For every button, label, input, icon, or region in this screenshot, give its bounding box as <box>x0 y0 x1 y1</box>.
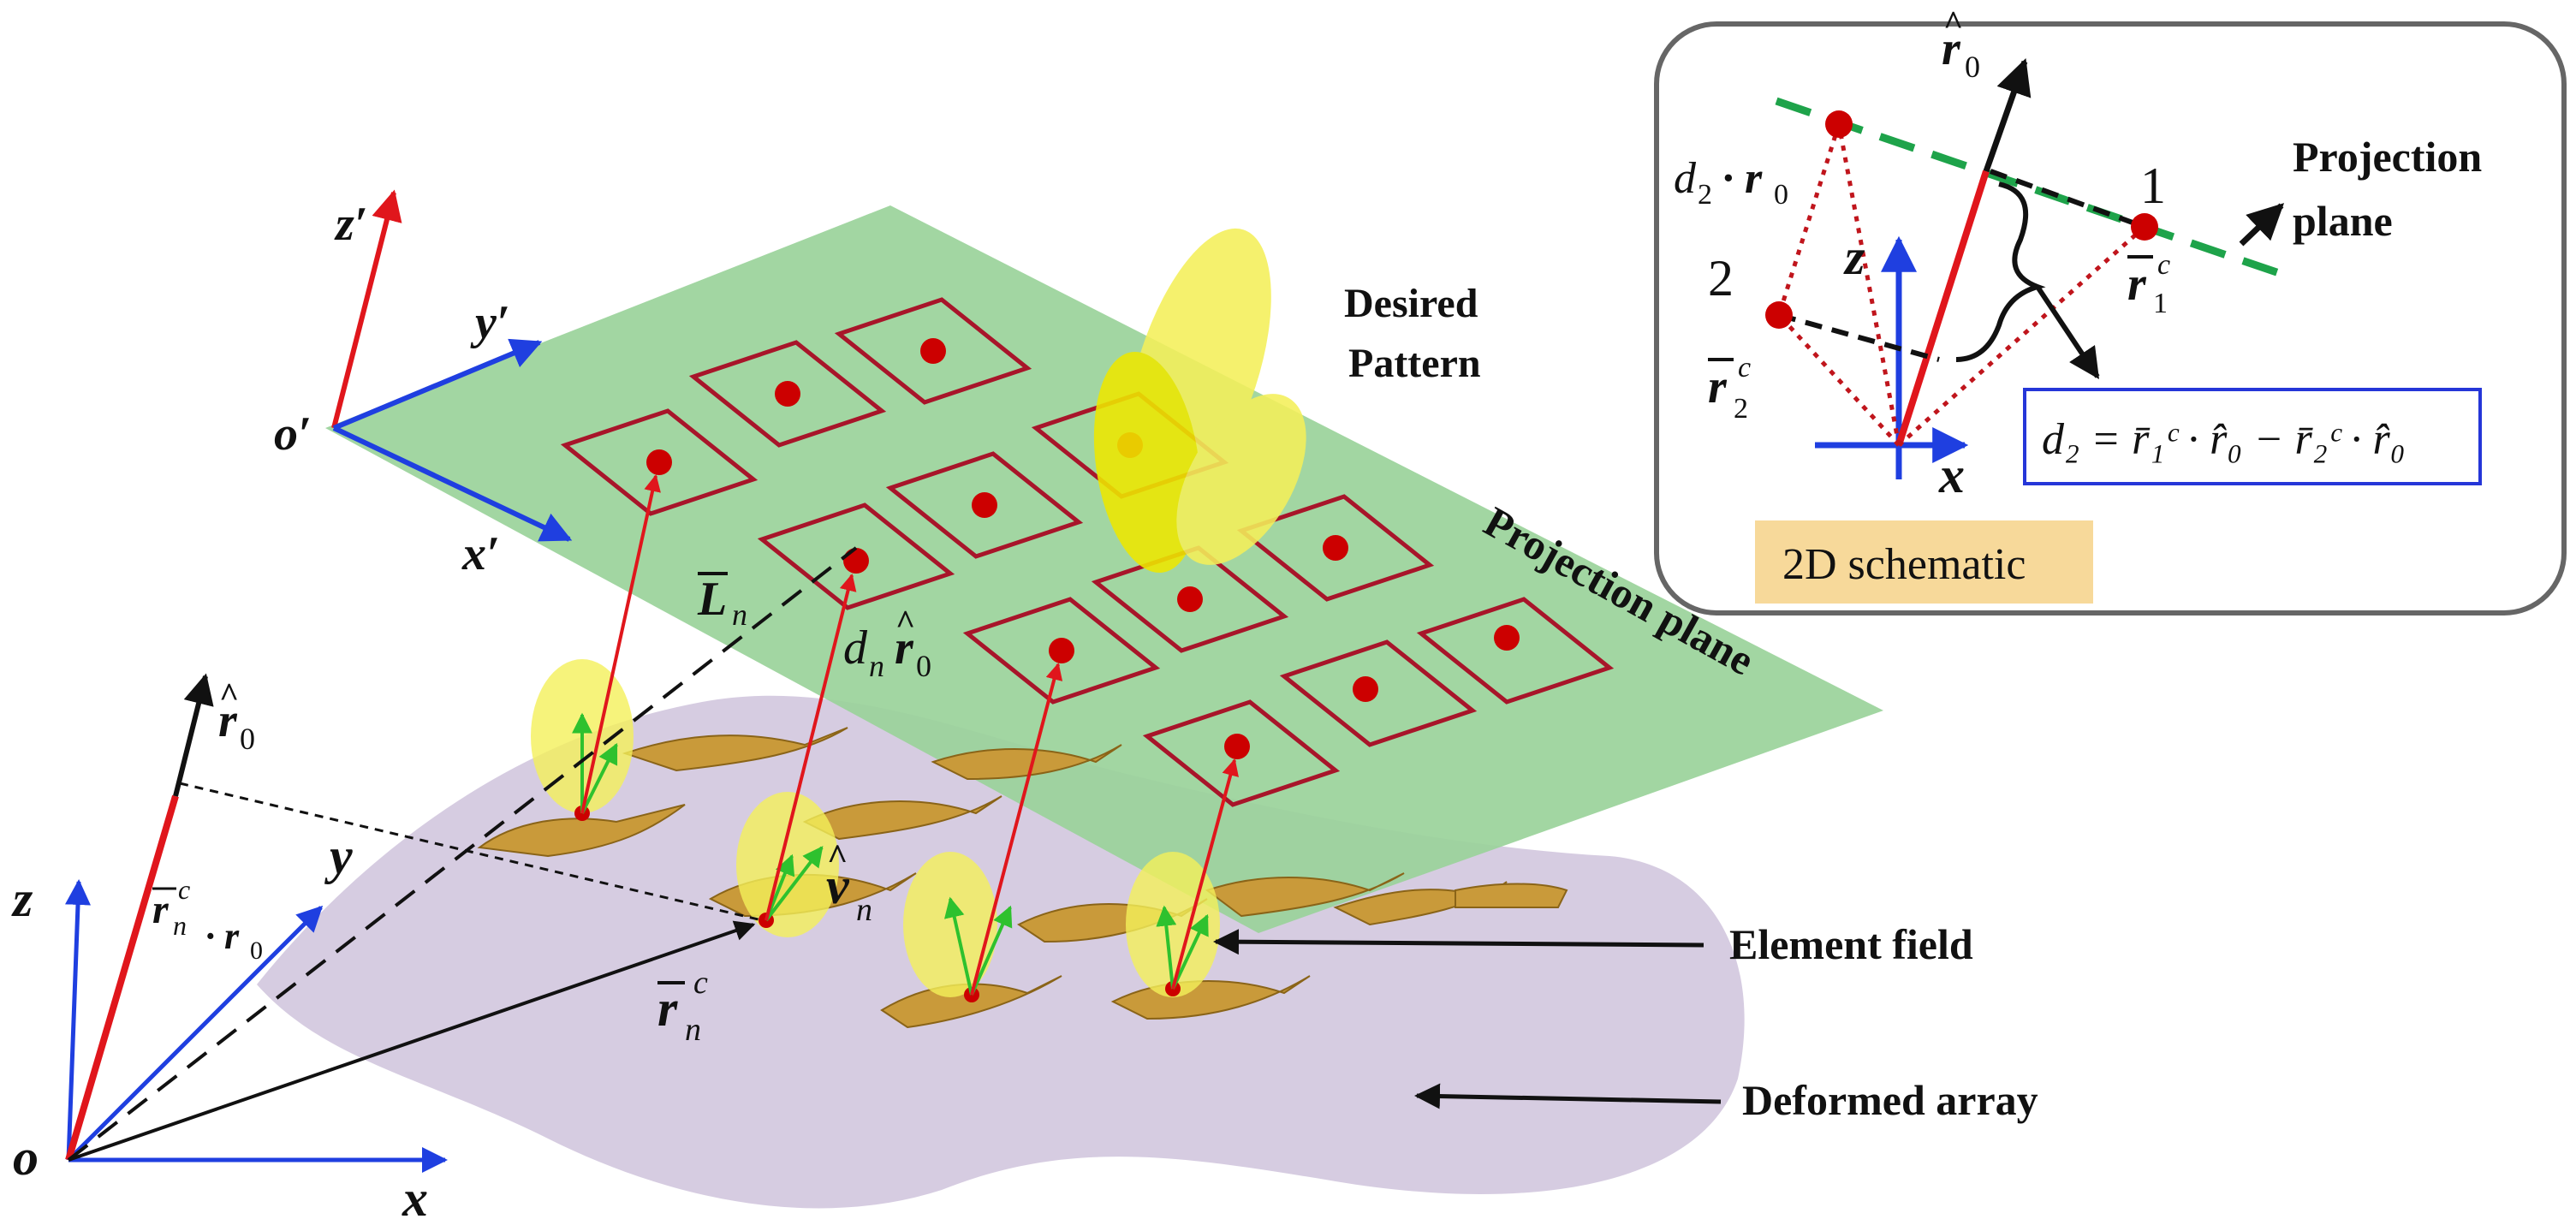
projected-patch <box>1416 597 1615 705</box>
projected-patch <box>560 408 759 516</box>
inset-label-d2-r0: d 2 · r 0 <box>1674 154 1788 211</box>
svg-text:n: n <box>685 1012 701 1048</box>
projected-patch <box>834 297 1032 405</box>
inset-label-2: 2 <box>1708 250 1734 306</box>
label-y: y <box>324 828 353 884</box>
svg-text:0: 0 <box>1965 50 1980 84</box>
svg-text:n: n <box>869 649 884 683</box>
svg-text:^: ^ <box>219 675 239 714</box>
label-vn: v n ^ <box>826 838 872 928</box>
svg-text:c: c <box>178 874 190 905</box>
label-o-prime: o′ <box>274 407 312 461</box>
label-element-field: Element field <box>1729 920 1973 968</box>
inset-panel: r 0 ^ d 2 · r 0 z x 1 2 r 1 c r 2 c Proj… <box>1654 3 2567 616</box>
projected-patch <box>885 451 1084 559</box>
label-rn-c: r n c <box>657 965 708 1048</box>
svg-text:2: 2 <box>1698 179 1712 211</box>
svg-text:r: r <box>152 887 170 932</box>
svg-text:v: v <box>826 858 850 914</box>
label-dn-r0: d n r 0 ^ <box>843 603 931 683</box>
desired-pattern-lobes <box>1093 228 1306 574</box>
inset-label-r1c: r 1 c <box>2127 249 2170 319</box>
schematic-label: 2D schematic <box>1782 540 2026 589</box>
svg-text:1: 1 <box>2153 288 2168 319</box>
svg-text:0: 0 <box>250 937 263 965</box>
svg-text:c: c <box>2157 249 2170 281</box>
svg-text:c: c <box>1738 352 1751 384</box>
svg-text:^: ^ <box>827 838 848 877</box>
svg-text:2: 2 <box>1734 393 1748 425</box>
inset-label-plane: plane <box>2293 197 2393 245</box>
svg-text:c: c <box>693 965 708 1001</box>
inset-label-projection: Projection <box>2293 133 2482 181</box>
inset-label-r0: r 0 ^ <box>1942 3 1980 84</box>
svg-text:d: d <box>843 621 868 675</box>
inset-brace <box>1955 181 2046 362</box>
svg-text:r: r <box>895 621 914 675</box>
inset-label-z: z <box>1843 229 1865 285</box>
label-desired: Desired <box>1344 281 1478 326</box>
projection-plane <box>325 205 1883 933</box>
svg-text:0: 0 <box>916 649 931 683</box>
label-z-prime: z′ <box>334 198 368 251</box>
inset-point-d2 <box>1825 110 1853 138</box>
inset-label-r2c: r 2 c <box>1708 352 1751 425</box>
svg-text:^: ^ <box>895 603 915 641</box>
svg-text:0: 0 <box>240 722 255 756</box>
label-o: o <box>13 1129 39 1186</box>
svg-text:r: r <box>1942 22 1961 75</box>
svg-text:n: n <box>173 910 187 941</box>
normal-arrows <box>572 712 1209 996</box>
inset-point-1 <box>2131 213 2158 241</box>
label-r0-global: r 0 ^ <box>218 675 255 756</box>
svg-text:· r: · r <box>205 915 240 957</box>
svg-text:· r: · r <box>1722 154 1763 203</box>
svg-text:L: L <box>697 573 727 626</box>
label-deformed-array: Deformed array <box>1742 1076 2038 1124</box>
svg-text:n: n <box>732 598 747 632</box>
inset-label-x: x <box>1938 447 1965 503</box>
schematic-label-bg <box>1755 520 2093 604</box>
svg-text:r: r <box>657 980 678 1037</box>
label-y-prime: y′ <box>470 296 510 349</box>
projection-lines <box>580 474 1239 996</box>
label-z: z <box>11 871 33 927</box>
svg-text:0: 0 <box>1774 179 1788 211</box>
projected-patch <box>1279 639 1478 747</box>
inset-projection-line <box>1775 97 2283 278</box>
label-L-vector: L n <box>697 572 747 632</box>
svg-text:r: r <box>1708 360 1728 413</box>
primed-axes <box>331 189 573 542</box>
svg-text:r: r <box>218 694 238 747</box>
inset-label-1: 1 <box>2140 158 2166 214</box>
projected-patch <box>1236 494 1435 602</box>
svg-text:n: n <box>856 892 872 928</box>
inset-formula-box <box>2023 388 2482 485</box>
inset-point-2 <box>1765 301 1793 329</box>
label-x-prime: x′ <box>461 527 500 580</box>
svg-text:^: ^ <box>1943 3 1963 42</box>
global-axes <box>65 546 858 1173</box>
projected-patch <box>688 340 887 448</box>
svg-text:r: r <box>2127 258 2147 311</box>
element-field-callout <box>1213 929 1704 955</box>
inset-formula: d₂ = r̄₁ᶜ · r̂₀ − r̄₂ᶜ · r̂₀ <box>2042 415 2406 464</box>
label-x: x <box>402 1170 428 1227</box>
svg-text:d: d <box>1674 154 1697 203</box>
label-pattern: Pattern <box>1348 341 1481 386</box>
projected-patch <box>757 503 955 610</box>
deformed-array-callout <box>1414 1083 1722 1109</box>
projected-patches <box>560 297 1615 807</box>
label-rn-dot-r0: r n c · r 0 <box>152 874 263 965</box>
projected-patch <box>1142 699 1341 807</box>
projected-patch <box>962 597 1161 705</box>
